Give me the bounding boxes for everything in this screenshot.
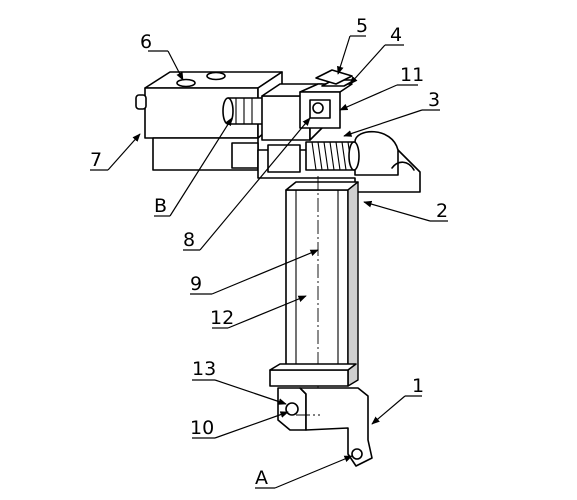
label-10: 10 [190, 417, 214, 439]
lower-bracket [269, 363, 373, 467]
label-4: 4 [390, 24, 402, 46]
base-bracket [231, 130, 421, 193]
spring [305, 141, 360, 171]
label-B: B [154, 195, 167, 217]
leaders [90, 35, 448, 489]
label-5: 5 [356, 15, 368, 37]
knob [135, 94, 147, 110]
label-3: 3 [428, 89, 440, 111]
label-A: A [255, 467, 268, 489]
label-13: 13 [192, 358, 216, 380]
part-labels: 6 7 B 8 9 12 13 10 A 1 2 3 11 4 5 [90, 15, 448, 489]
label-8: 8 [183, 229, 195, 251]
label-1: 1 [412, 375, 424, 397]
column [285, 176, 359, 392]
label-6: 6 [140, 31, 152, 53]
label-11: 11 [400, 64, 424, 86]
label-9: 9 [190, 273, 202, 295]
label-12: 12 [210, 307, 234, 329]
label-2: 2 [436, 200, 448, 222]
label-7: 7 [90, 149, 102, 171]
adjust-screw [222, 97, 265, 125]
